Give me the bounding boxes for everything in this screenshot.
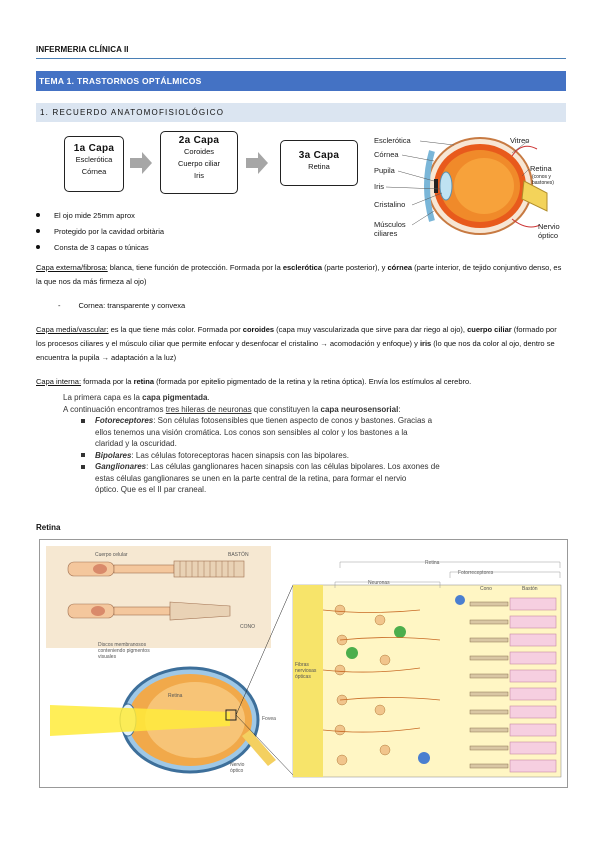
eye-label-iris: Iris [374,182,384,191]
layer-2-title: 2a Capa [178,135,220,146]
svg-text:Nervio: Nervio [230,762,245,768]
square-bullet-icon [81,464,85,469]
list-item: Fotoreceptores: Son células fotosensible… [63,415,483,450]
eye-label-cristalino: Cristalino [374,200,405,209]
layer-1-line-2: Córnea [81,167,107,176]
bullet-icon [36,229,40,233]
topic-title-bar: TEMA 1. TRASTORNOS OPTÁLMICOS [36,71,566,91]
eye-label-optico: óptico [538,231,558,240]
list-item: El ojo mide 25mm aprox [36,207,164,223]
eye-label-nervio: Nervio [538,222,560,231]
eye-label-musculos: Músculos [374,220,406,229]
svg-text:Fotorreceptores: Fotorreceptores [458,570,494,576]
list-item: Consta de 3 capas o túnicas [36,239,164,255]
svg-text:Neuronas: Neuronas [368,580,390,586]
svg-text:ópticas: ópticas [295,674,311,680]
svg-text:conteniendo pigmentos: conteniendo pigmentos [98,648,150,654]
layer-1-title: 1a Capa [73,143,115,154]
eye-label-conos: (conos y [532,174,551,180]
cornea-subitem: -Cornea: transparente y convexa [58,301,186,310]
layer-box-3: 3a Capa Retina [280,140,358,186]
capa-externa-paragraph: Capa externa/fibrosa: blanca, tiene func… [36,263,562,286]
svg-text:Cono: Cono [480,586,492,592]
svg-text:BASTÓN: BASTÓN [228,551,249,558]
eye-label-retina: Retina [530,164,553,173]
eye-label-pupila: Pupila [374,166,396,175]
eye-label-vitreo: Vitreo [510,136,529,145]
svg-text:Fovea: Fovea [262,716,276,722]
retina-heading: Retina [36,523,61,532]
retina-illustration: Cuerpo celular BASTÓN CONO Discos membra… [46,546,562,778]
svg-text:Retina: Retina [425,560,440,566]
layer-box-2: 2a Capa Coroides Cuerpo ciliar Iris [160,131,238,194]
list-item: Ganglionares: Las células ganglionares h… [63,461,483,496]
bullet-icon [36,213,40,217]
retina-figure: Cuerpo celular BASTÓN CONO Discos membra… [39,539,568,788]
svg-text:Bastón: Bastón [522,586,538,592]
square-bullet-icon [81,418,85,423]
svg-text:Retina: Retina [168,693,183,699]
svg-text:Discos membranosos: Discos membranosos [98,642,147,648]
eye-anatomy-illustration: Esclerótica Córnea Pupila Iris Cristalin… [374,136,560,240]
eye-label-ciliares: ciliares [374,229,398,238]
svg-text:Cuerpo celular: Cuerpo celular [95,552,128,558]
list-item: Protegido por la cavidad orbitària [36,223,164,239]
eye-label-bastones: bastones) [532,180,554,186]
header-divider [36,58,566,59]
rod-cell-illustration [67,560,245,578]
arrow-right-icon [246,152,268,174]
eye-cross-section-illustration [50,666,276,774]
svg-text:Fibras: Fibras [295,662,309,668]
insert-line-2: A continuación encontramos tres hileras … [63,404,401,414]
cone-cell-illustration [67,601,231,621]
svg-text:CONO: CONO [240,624,255,630]
capa-interna-paragraph: Capa interna: formada por la retina (for… [36,377,472,386]
layer-1-line-1: Esclerótica [75,155,113,164]
document-header-title: INFERMERIA CLÍNICA II [36,45,129,54]
eye-facts-list: El ojo mide 25mm aprox Protegido por la … [36,207,164,255]
list-item: Bipolares: Las células fotoreceptoras ha… [63,450,483,462]
layer-3-line-1: Retina [308,162,330,171]
eye-label-esclerotica: Esclerótica [374,136,412,145]
svg-text:visuales: visuales [98,654,117,660]
square-bullet-icon [81,453,85,458]
arrow-right-icon [130,152,152,174]
layer-2-line-1: Coroides [183,147,214,156]
eye-label-cornea: Córnea [374,150,399,159]
layer-3-title: 3a Capa [298,150,340,161]
bullet-icon [36,245,40,249]
dash-icon: - [58,301,61,310]
retina-layers-text: La primera capa es la capa pigmentada. A… [63,392,483,496]
layer-2-line-2: Cuerpo ciliar [177,159,221,168]
svg-text:óptico: óptico [230,768,244,774]
layer-box-1: 1a Capa Esclerótica Córnea [64,136,124,192]
svg-text:nerviosas: nerviosas [295,668,317,674]
retina-layers-illustration [292,584,562,778]
capa-media-paragraph: Capa media/vascular: es la que tiene más… [36,325,557,362]
photoreceptor-column [469,597,557,773]
layer-2-line-3: Iris [194,171,204,180]
insert-line-1: La primera capa es la capa pigmentada. [63,393,210,402]
section-title-bar: 1. RECUERDO ANATOMOFISIOLÓGICO [36,103,566,122]
